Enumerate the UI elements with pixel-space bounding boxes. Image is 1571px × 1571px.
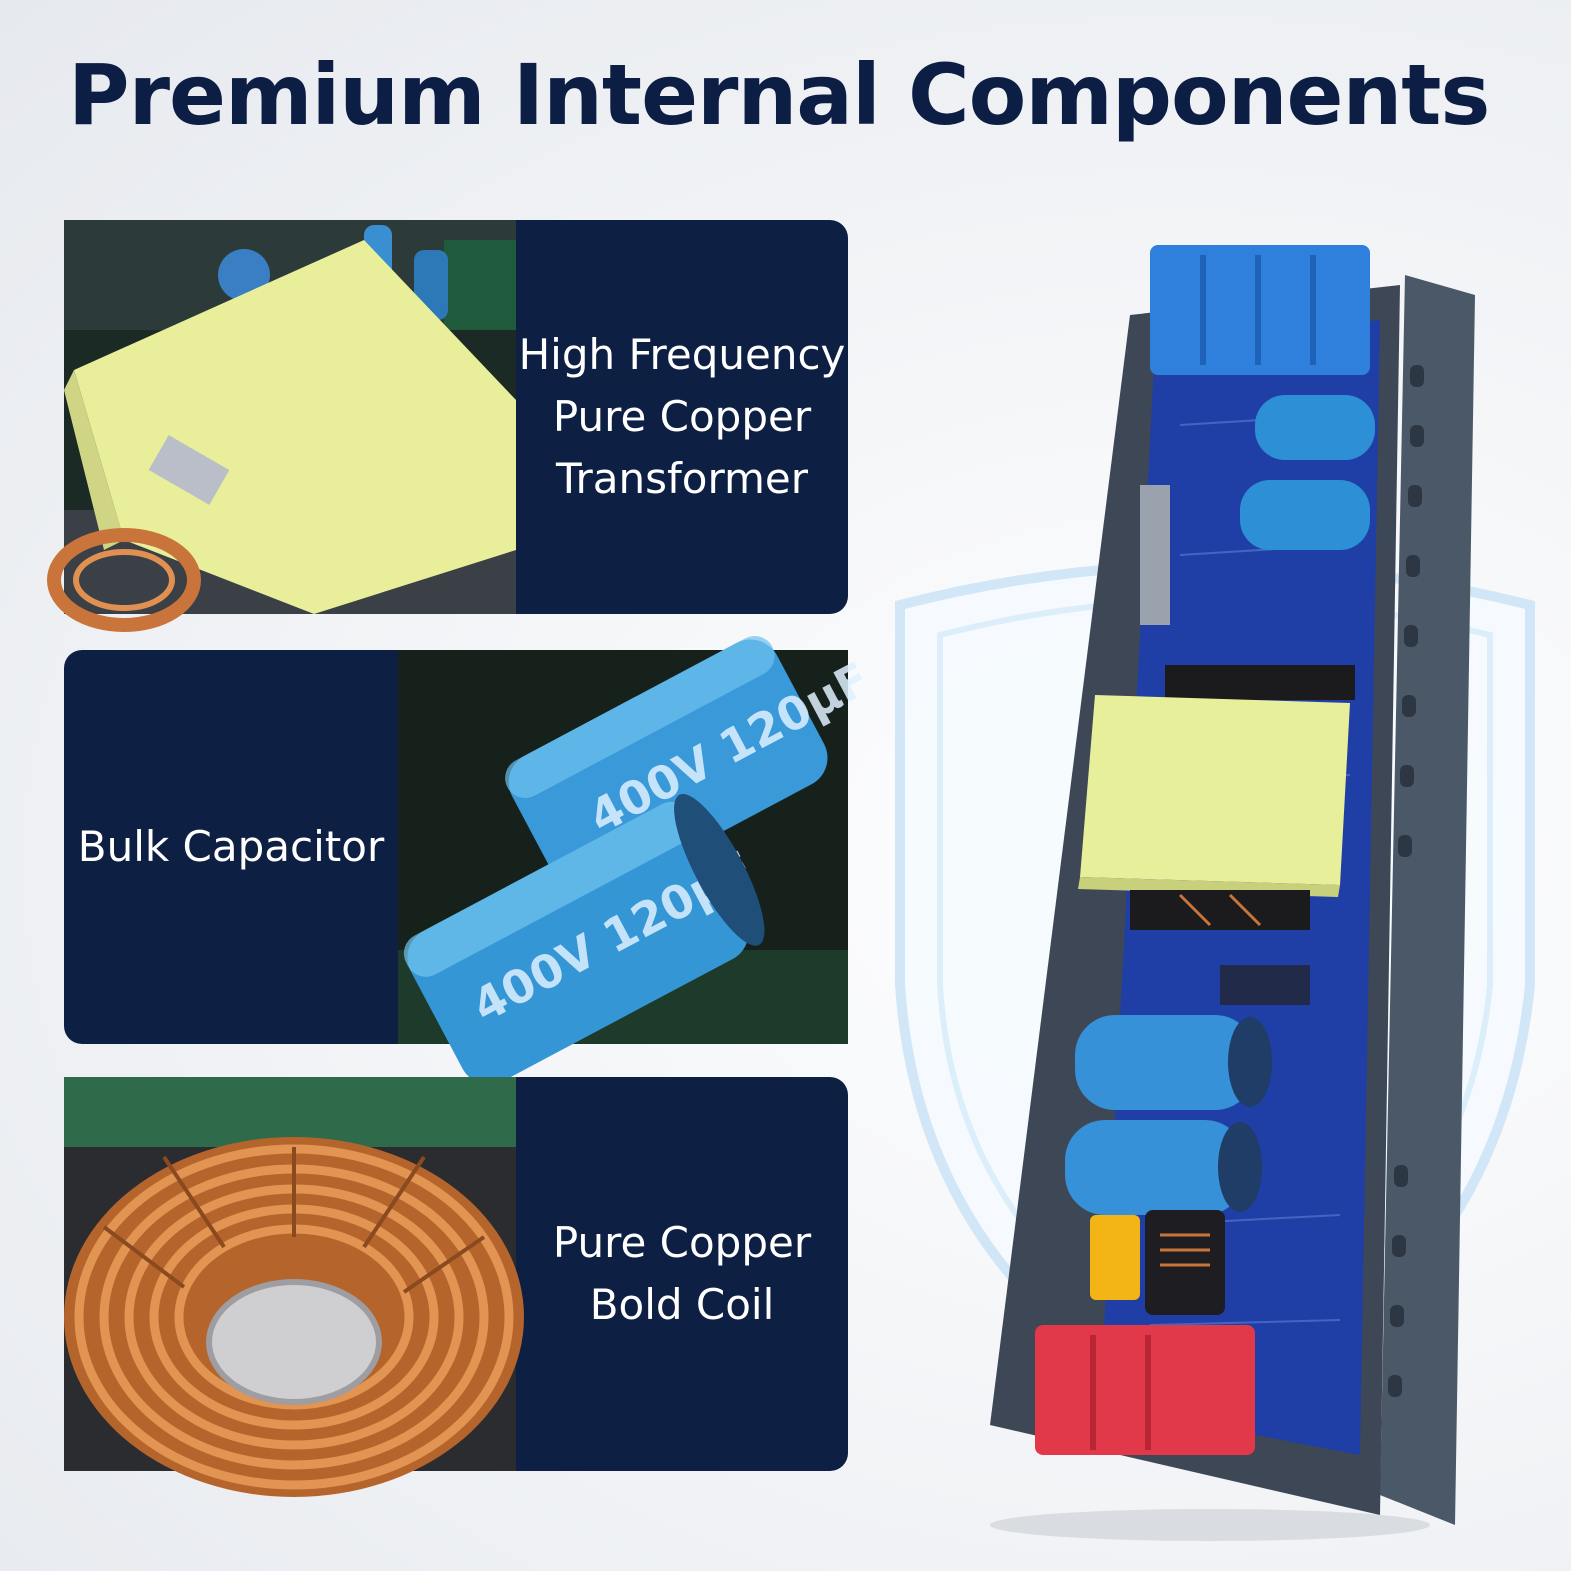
page-title: Premium Internal Components bbox=[68, 46, 1490, 144]
transformer-label: High Frequency Pure Copper Transformer bbox=[518, 330, 846, 503]
transformer-photo bbox=[47, 220, 516, 632]
coil-label: Pure Copper Bold Coil bbox=[552, 1218, 812, 1329]
capacitor-photo: 400V 120μF 400V 120μF bbox=[398, 635, 878, 1085]
coil-photo bbox=[64, 1077, 524, 1497]
inverter-device-illustration bbox=[880, 225, 1550, 1545]
component-card-capacitor: Bulk Capacitor 400V 120μF 400V 120μF bbox=[64, 635, 878, 1085]
component-card-coil: Pure Copper Bold Coil bbox=[64, 1077, 848, 1497]
component-card-transformer: High Frequency Pure Copper Transformer bbox=[47, 220, 848, 632]
capacitor-label: Bulk Capacitor bbox=[77, 822, 385, 871]
